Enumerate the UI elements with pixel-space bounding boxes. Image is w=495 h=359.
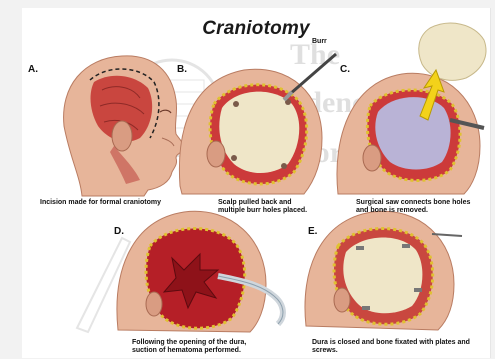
panel-d-letter: D. <box>114 226 124 237</box>
panel-c-caption: Surgical saw connects bone holes and bon… <box>356 199 486 215</box>
illustration-a-head <box>64 56 184 196</box>
diagram-panel: Craniotomy The Evidence Store <box>22 8 491 358</box>
illustration-c-bone-removal <box>337 23 486 194</box>
illustration-e-closure <box>305 211 462 330</box>
panel-a-caption: Incision made for formal craniotomy <box>40 199 190 207</box>
illustration-b-burr-holes <box>179 54 336 194</box>
panel-d-caption: Following the opening of the dura, sucti… <box>132 339 282 355</box>
panel-a-letter: A. <box>28 64 38 75</box>
panel-e-caption: Dura is closed and bone fixated with pla… <box>312 339 488 355</box>
illustration-d-hematoma <box>117 211 283 332</box>
panel-b-letter: B. <box>177 64 187 75</box>
panel-b-caption: Scalp pulled back and multiple burr hole… <box>218 199 338 215</box>
panel-e-letter: E. <box>308 226 317 237</box>
panel-c-letter: C. <box>340 64 350 75</box>
craniotomy-illustrations <box>22 8 490 358</box>
burr-label: Burr <box>312 38 327 45</box>
